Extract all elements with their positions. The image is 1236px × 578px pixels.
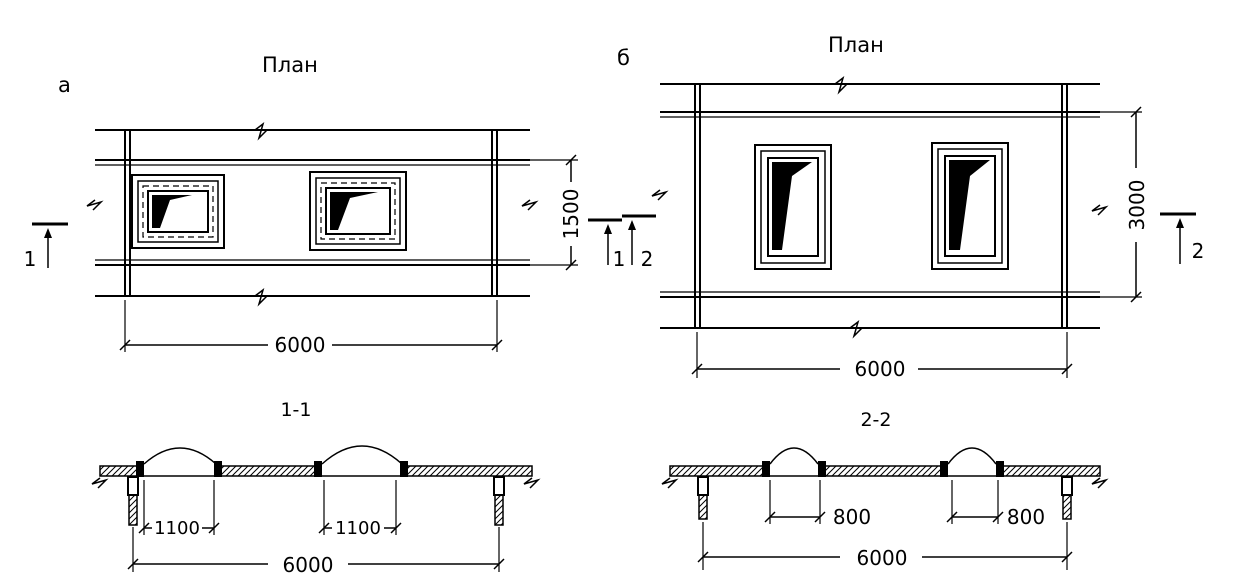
fig-b-trusses bbox=[694, 84, 1068, 328]
fig-b-skylight-right bbox=[931, 142, 1009, 270]
fig-b-section-dim-right: 800 bbox=[946, 480, 1045, 529]
fig-b-break-lines bbox=[651, 76, 1109, 339]
fig-a-section-dim-left-label: 1100 bbox=[154, 518, 200, 539]
fig-a-section-mark-left-label: 1 bbox=[24, 247, 37, 271]
fig-b-section-dim-right-label: 800 bbox=[1007, 505, 1045, 529]
fig-b-section-mark-right-label: 2 bbox=[1192, 239, 1205, 263]
fig-b-section-trusses bbox=[697, 476, 1073, 520]
fig-b-section-mark-right: 2 bbox=[1160, 212, 1205, 264]
fig-a-section-dim-total-label: 6000 bbox=[283, 553, 334, 573]
fig-b-dim-width-label: 3000 bbox=[1125, 180, 1149, 231]
fig-b-section-dim-total-label: 6000 bbox=[857, 546, 908, 570]
fig-a-section-dim-right: 1100 bbox=[318, 480, 402, 539]
fig-b-beams bbox=[660, 83, 1100, 329]
fig-a-skylight-left bbox=[131, 174, 225, 249]
fig-a-dim-length: 6000 bbox=[119, 300, 503, 357]
fig-b-dim-width: 3000 bbox=[1100, 106, 1149, 303]
fig-a-plan: а План bbox=[24, 53, 626, 357]
fig-a-section-mark-left: 1 bbox=[24, 222, 68, 271]
fig-a-section-dim-left: 1100 bbox=[138, 480, 220, 539]
fig-a-section-dim-right-label: 1100 bbox=[335, 518, 381, 539]
fig-a-plan-title: План bbox=[262, 53, 318, 77]
fig-a-dome-right bbox=[321, 445, 403, 465]
fig-a-dim-width: 1500 bbox=[530, 154, 583, 271]
fig-a-letter: а bbox=[58, 73, 71, 97]
fig-a-section-mark-right-label: 1 bbox=[613, 247, 626, 271]
fig-b-plan-title: План bbox=[828, 33, 884, 57]
fig-b-section-title: 2-2 bbox=[860, 409, 891, 431]
fig-a-dome-left bbox=[143, 447, 217, 465]
fig-b-section: 2-2 800 bbox=[661, 409, 1109, 570]
fig-a-section-title: 1-1 bbox=[280, 399, 311, 421]
fig-a-section: 1-1 bbox=[91, 399, 541, 577]
fig-a-beams bbox=[95, 129, 530, 297]
fig-b-section-dim-left-label: 800 bbox=[833, 505, 871, 529]
fig-a-trusses bbox=[124, 130, 498, 296]
fig-b-letter: б bbox=[617, 46, 630, 70]
fig-a-section-mark-right: 1 bbox=[588, 218, 626, 271]
fig-b-section-mark-left-label: 2 bbox=[641, 247, 654, 271]
fig-b-slab bbox=[669, 465, 1101, 477]
fig-b-dim-length-label: 6000 bbox=[855, 357, 906, 381]
fig-a-dim-length-label: 6000 bbox=[275, 333, 326, 357]
fig-b-section-dim-left: 800 bbox=[764, 480, 871, 529]
fig-b-dome-right bbox=[947, 447, 997, 465]
fig-b-section-mark-left: 2 bbox=[622, 214, 656, 271]
fig-a-section-trusses bbox=[127, 476, 505, 526]
fig-b-dome-left bbox=[769, 447, 819, 465]
fig-a-break-lines bbox=[86, 122, 539, 307]
fig-a-dim-width-label: 1500 bbox=[559, 189, 583, 240]
fig-b-dim-length: 6000 bbox=[691, 332, 1073, 381]
fig-b-plan: б План bbox=[617, 33, 1204, 381]
fig-a-skylight-right bbox=[309, 171, 407, 251]
fig-b-section-dim-total: 6000 bbox=[697, 522, 1073, 570]
fig-b-skylight-left bbox=[754, 144, 832, 270]
